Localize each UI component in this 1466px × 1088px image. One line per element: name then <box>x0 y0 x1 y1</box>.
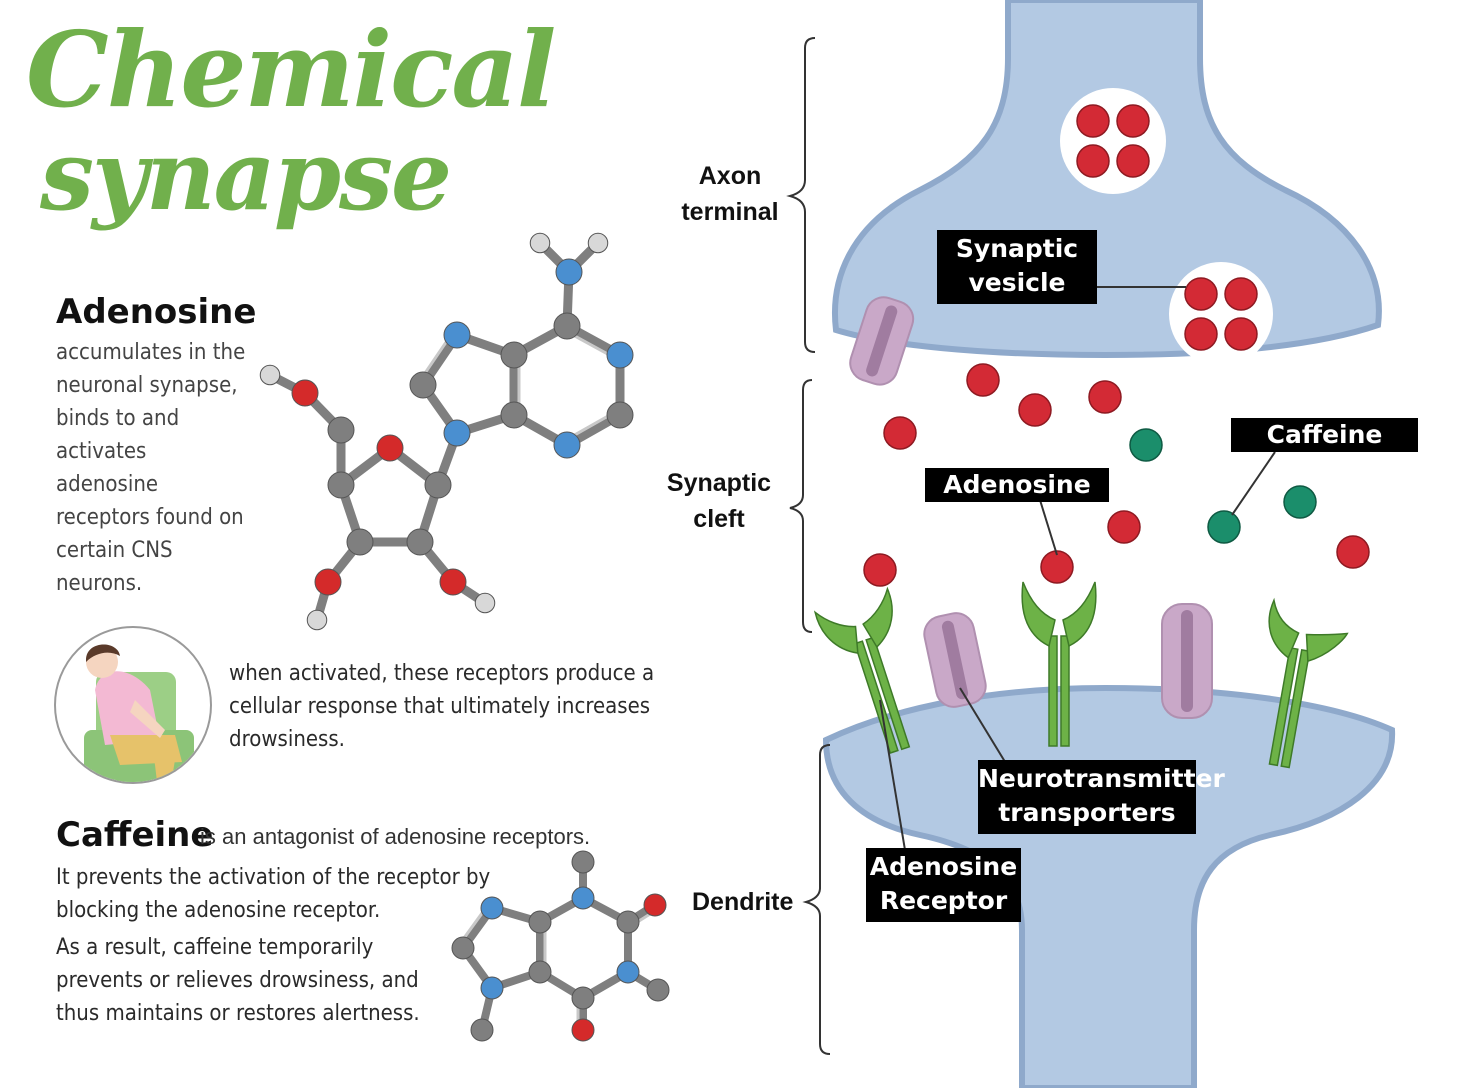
caffeine-para-2-line: thus maintains or restores alertness. <box>56 1001 420 1026</box>
cleft-molecules <box>863 363 1370 587</box>
atom-H <box>474 592 496 614</box>
caffeine-label: Caffeine <box>1231 418 1418 452</box>
caffeine-para-2-line: As a result, caffeine temporarily <box>56 935 374 960</box>
synaptic-vesicle-label-line: Synaptic <box>955 234 1079 263</box>
adenosine-desc-line: activates <box>56 439 147 464</box>
atom-H <box>259 364 281 386</box>
page-title: Chemical synapse <box>26 8 556 232</box>
atom-C <box>327 416 355 444</box>
atom-C <box>571 850 595 874</box>
title-line-2: synapse <box>40 119 452 232</box>
adenosine-desc-line: neuronal synapse, <box>56 373 238 398</box>
caffeine-inline-text: is an antagonist of adenosine receptors. <box>200 824 591 849</box>
vesicle-bottom <box>1169 262 1273 366</box>
adenosine-molecule <box>259 232 634 631</box>
synaptic-cleft-label-line: Synaptic <box>666 469 772 497</box>
adenosine-desc-line: accumulates in the <box>56 340 246 365</box>
dendrite <box>822 684 1396 1088</box>
atom-C <box>553 312 581 340</box>
atom-C <box>571 986 595 1010</box>
dendrite-label: Dendrite <box>692 888 794 916</box>
atom-C <box>409 371 437 399</box>
drowsiness-text: when activated, these receptors produce … <box>229 657 654 756</box>
atom-C <box>424 471 452 499</box>
receptor-label-line: Adenosine <box>869 852 1018 881</box>
synaptic-cleft-label-line: cleft <box>693 505 745 533</box>
caffeine-para-1-line: It prevents the activation of the recept… <box>56 865 491 890</box>
adenosine-description: accumulates in the neuronal synapse, bin… <box>56 336 245 600</box>
transporter-dendrite-left <box>923 612 987 708</box>
atom-N <box>616 960 640 984</box>
atom-C <box>346 528 374 556</box>
caffeine-para-2: As a result, caffeine temporarily preven… <box>56 931 420 1030</box>
transporter-axon <box>849 296 915 386</box>
adenosine-label: Adenosine <box>925 468 1109 502</box>
transporter-dendrite-right <box>1161 603 1213 719</box>
transporters-label-line: transporters <box>998 798 1176 827</box>
adenosine-desc-line: adenosine <box>56 472 159 497</box>
atom-C <box>406 528 434 556</box>
brackets <box>786 37 831 1055</box>
caffeine-para-1: It prevents the activation of the recept… <box>56 861 490 927</box>
atom-O <box>571 1018 595 1042</box>
atom-H <box>306 609 328 631</box>
atom-C <box>470 1018 494 1042</box>
atom-C <box>646 978 670 1002</box>
synaptic-vesicle-label-line: vesicle <box>968 268 1066 297</box>
atom-N <box>443 419 471 447</box>
atom-N <box>571 886 595 910</box>
atom-H <box>587 232 609 254</box>
atom-C <box>528 910 552 934</box>
axon-terminal-label-line: terminal <box>681 198 779 226</box>
atom-C <box>451 936 475 960</box>
atom-O <box>643 893 667 917</box>
caffeine-para-2-line: prevents or relieves drowsiness, and <box>56 968 419 993</box>
adenosine-desc-line: receptors found on <box>56 505 244 530</box>
atom-C <box>606 401 634 429</box>
adenosine-receptor-label: Adenosine Receptor <box>866 848 1021 922</box>
caffeine-para-1-line: blocking the adenosine receptor. <box>56 898 381 923</box>
drowsiness-line: drowsiness. <box>229 727 345 752</box>
atom-H <box>529 232 551 254</box>
transporters-label-line: Neurotransmitter <box>978 764 1225 793</box>
atom-N <box>443 321 471 349</box>
drowsiness-line: when activated, these receptors produce … <box>229 661 655 686</box>
atom-N <box>553 431 581 459</box>
atom-O <box>439 568 467 596</box>
drowsiness-line: cellular response that ultimately increa… <box>229 694 651 719</box>
atom-O <box>291 379 319 407</box>
atom-C <box>327 471 355 499</box>
atom-N <box>606 341 634 369</box>
atom-C <box>528 960 552 984</box>
caffeine-heading: Caffeine <box>56 815 214 855</box>
receptor-label-line: Receptor <box>879 886 1008 915</box>
axon-terminal-label: Axon terminal <box>672 158 788 230</box>
caffeine-molecule <box>451 850 670 1042</box>
atom-C <box>616 910 640 934</box>
title-line-1: Chemical <box>26 8 556 131</box>
synaptic-cleft-label: Synaptic cleft <box>660 465 778 537</box>
atom-C <box>500 341 528 369</box>
atom-O <box>314 568 342 596</box>
synaptic-vesicle-label: Synaptic vesicle <box>937 230 1097 304</box>
atom-N <box>555 258 583 286</box>
atom-O <box>376 434 404 462</box>
pointer-lines <box>879 286 1276 851</box>
receptor-2 <box>1021 581 1097 747</box>
atom-N <box>480 976 504 1000</box>
atom-N <box>480 896 504 920</box>
sleeping-person-illustration <box>54 626 212 784</box>
neurotransmitter-transporters-label: Neurotransmitter transporters <box>978 760 1225 834</box>
adenosine-desc-line: binds to and <box>56 406 180 431</box>
adenosine-heading: Adenosine <box>56 292 257 332</box>
vesicle-top <box>1060 88 1166 194</box>
axon-terminal-label-line: Axon <box>698 162 762 190</box>
receptor-3 <box>1268 597 1349 769</box>
adenosine-desc-line: certain CNS <box>56 538 173 563</box>
receptor-1 <box>813 586 911 754</box>
adenosine-desc-line: neurons. <box>56 571 143 596</box>
atom-C <box>500 401 528 429</box>
